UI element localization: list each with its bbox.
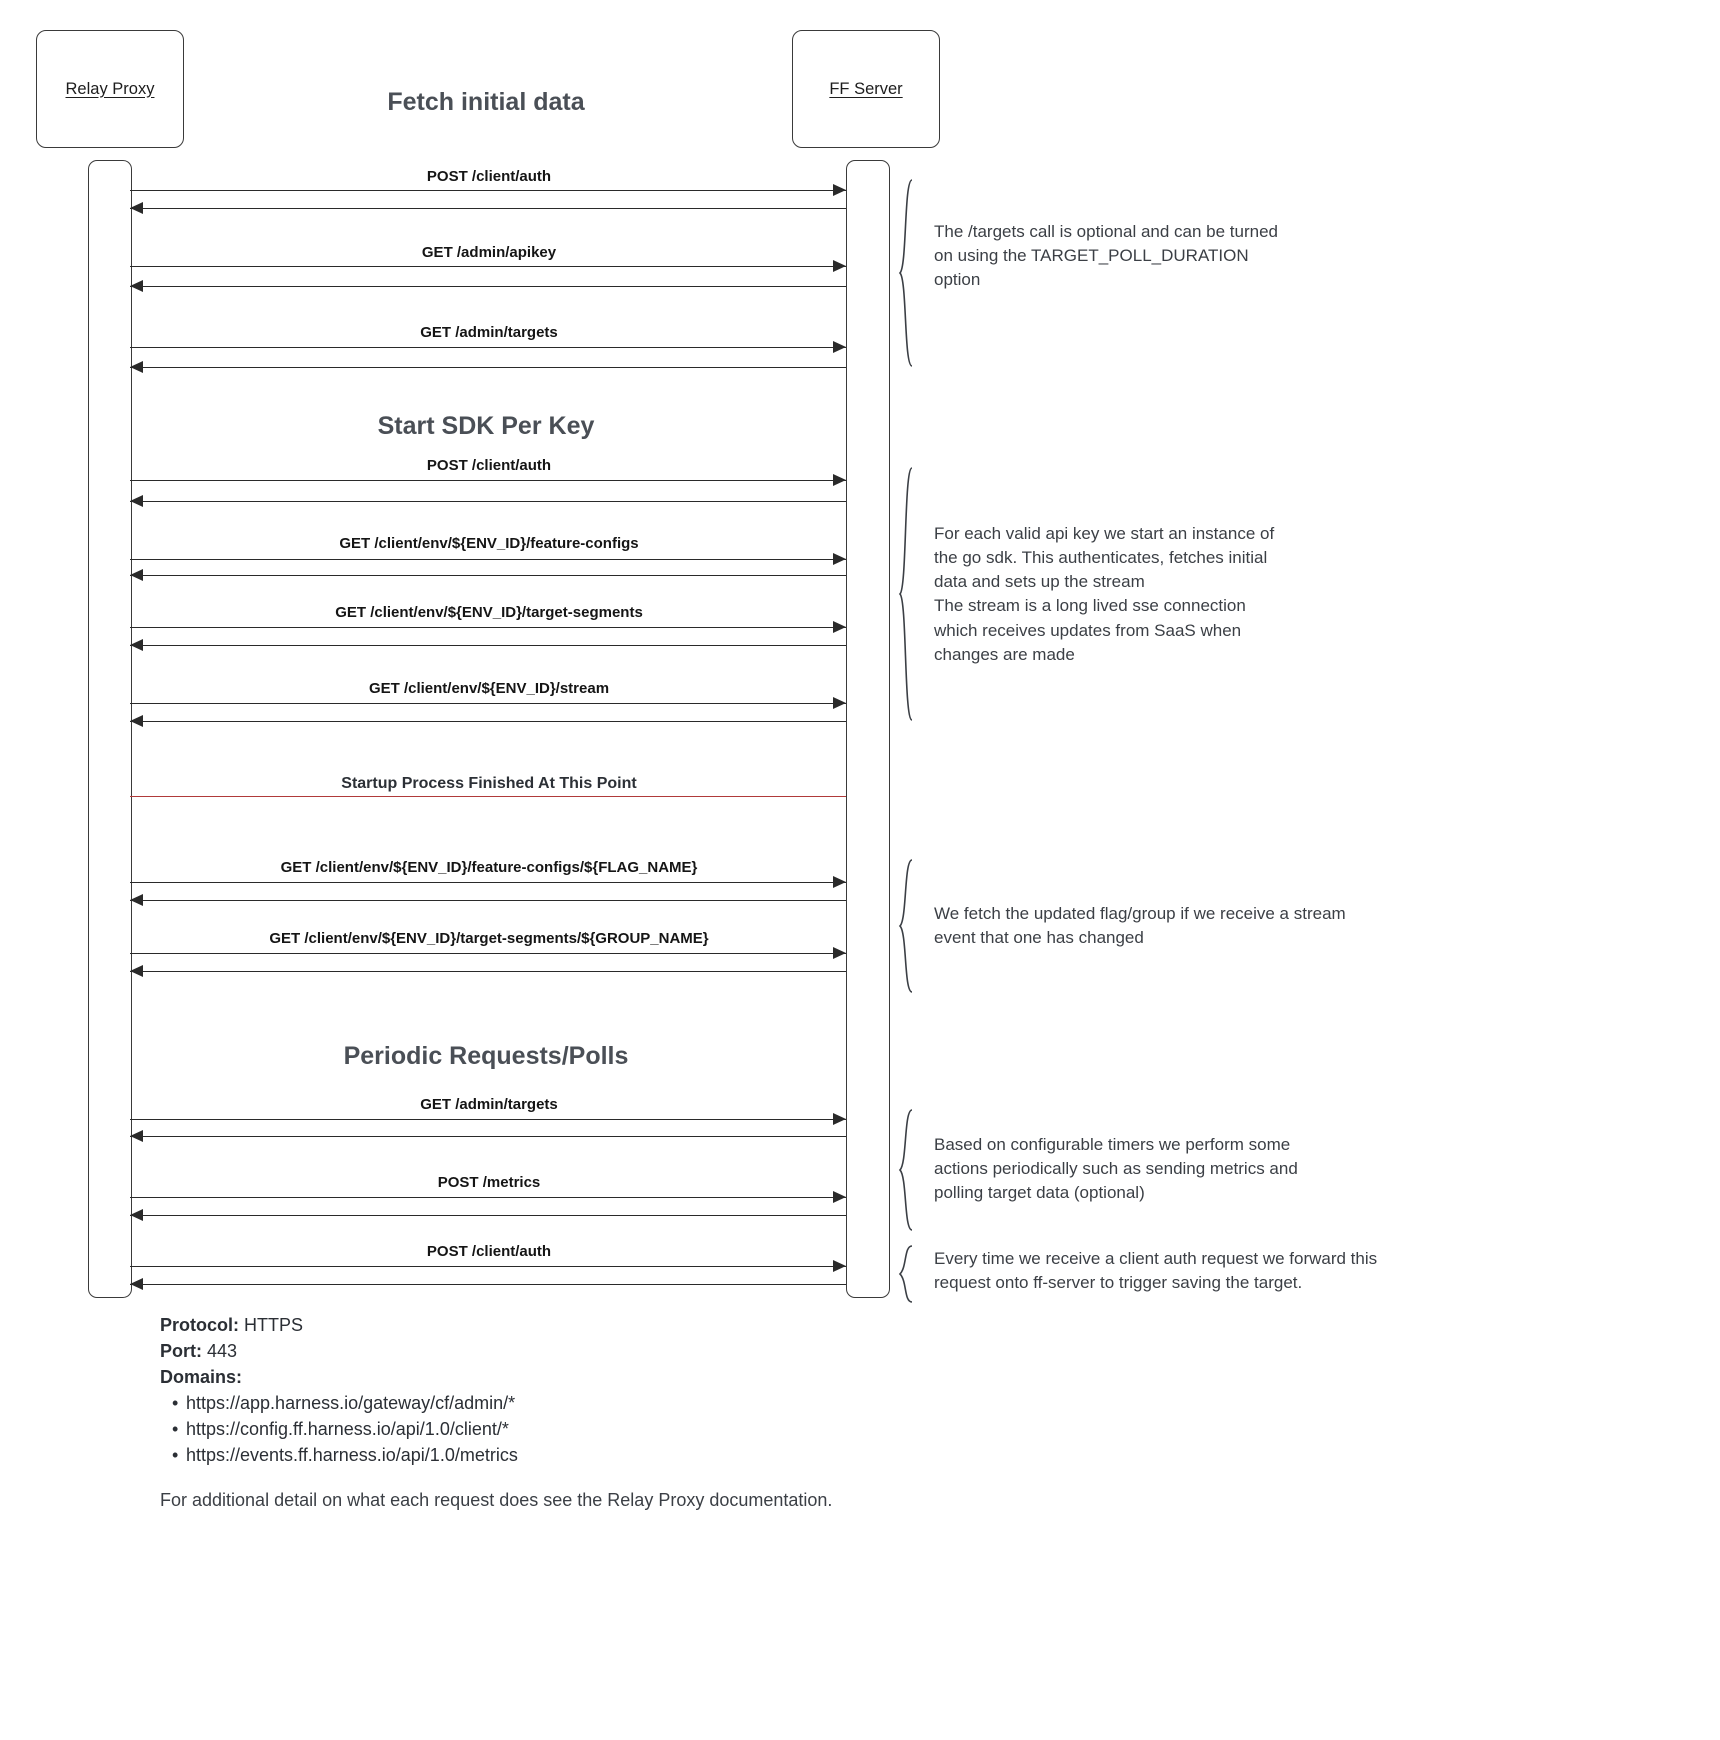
message-line-m5-request [130,559,846,560]
message-line-m10-response [130,1136,846,1137]
arrow-right-icon-m5 [833,553,846,565]
arrow-right-icon-m8 [833,876,846,888]
footer-details: Protocol: HTTPS Port: 443 Domains: https… [160,1312,860,1469]
message-line-m8-response [130,900,846,901]
message-label-m11: POST /metrics [437,1174,541,1191]
message-line-m9-response [130,971,846,972]
message-line-m1-response [130,208,846,209]
message-label-m8: GET /client/env/${ENV_ID}/feature-config… [280,859,698,876]
arrow-left-icon-m5 [130,569,143,581]
arrow-left-icon-m2 [130,280,143,292]
message-line-m8-request [130,882,846,883]
brace-note-client-auth-fwd [898,1245,913,1303]
arrow-right-icon-m2 [833,260,846,272]
footer-domains-key: Domains: [160,1367,243,1388]
message-label-m4: POST /client/auth [426,457,552,474]
arrow-left-icon-m1 [130,202,143,214]
arrow-right-icon-m7 [833,697,846,709]
arrow-left-icon-m9 [130,965,143,977]
arrow-right-icon-m10 [833,1113,846,1125]
actor-box-relay-proxy[interactable]: Relay Proxy [36,30,184,148]
message-line-m6-request [130,627,846,628]
footer-port-value: 443 [207,1341,238,1362]
footer-additional-detail: For additional detail on what each reque… [160,1490,833,1510]
brace-note-targets-optional [898,179,913,367]
actor-label-ff-server: FF Server [829,79,903,98]
arrow-right-icon-m3 [833,341,846,353]
note-targets-optional: The /targets call is optional and can be… [934,222,1278,290]
arrow-right-icon-m6 [833,621,846,633]
message-line-m6-response [130,645,846,646]
arrow-left-icon-m12 [130,1278,143,1290]
message-line-m4-response [130,501,846,502]
arrow-left-icon-m7 [130,715,143,727]
arrow-right-icon-m9 [833,947,846,959]
message-line-m10-request [130,1119,846,1120]
actor-label-relay-proxy: Relay Proxy [65,79,155,98]
footer-port: Port: 443 [160,1338,860,1364]
list-item[interactable]: https://config.ff.harness.io/api/1.0/cli… [172,1416,860,1442]
message-line-m3-request [130,347,846,348]
list-item[interactable]: https://app.harness.io/gateway/cf/admin/… [172,1390,860,1416]
lifeline-ff-server [846,160,890,1298]
message-label-m1: POST /client/auth [426,168,552,185]
arrow-right-icon-m1 [833,184,846,196]
list-item[interactable]: https://events.ff.harness.io/api/1.0/met… [172,1442,860,1468]
message-line-m12-request [130,1266,846,1267]
message-label-m3: GET /admin/targets [420,324,558,341]
footer-domains-heading: Domains: [160,1364,860,1390]
note-periodic-timers: Based on configurable timers we perform … [934,1135,1298,1203]
arrow-left-icon-m10 [130,1130,143,1142]
message-line-m9-request [130,953,846,954]
arrow-right-icon-m4 [833,474,846,486]
message-line-m2-response [130,286,846,287]
footer-port-key: Port: [160,1341,202,1362]
brace-note-stream-update [898,859,913,993]
footer-protocol-key: Protocol: [160,1315,239,1335]
section-title-periodic-requests: Periodic Requests/Polls [343,1042,629,1070]
arrow-left-icon-m8 [130,894,143,906]
message-label-m2: GET /admin/apikey [421,244,557,261]
arrow-left-icon-m4 [130,495,143,507]
message-label-m9: GET /client/env/${ENV_ID}/target-segment… [269,930,709,947]
lifeline-relay-proxy [88,160,132,1298]
section-title-start-sdk-per-key: Start SDK Per Key [377,412,595,440]
note-sdk-instance: For each valid api key we start an insta… [934,524,1275,664]
message-label-m5: GET /client/env/${ENV_ID}/feature-config… [339,535,639,552]
arrow-left-icon-m6 [130,639,143,651]
section-title-fetch-initial-data: Fetch initial data [387,88,585,116]
arrow-left-icon-m11 [130,1209,143,1221]
message-line-m11-response [130,1215,846,1216]
footer-protocol-value: HTTPS [244,1315,304,1335]
divider-label-startup-finished: Startup Process Finished At This Point [341,775,637,792]
message-line-m7-response [130,721,846,722]
footer-domain-list: https://app.harness.io/gateway/cf/admin/… [160,1390,860,1468]
message-label-m6: GET /client/env/${ENV_ID}/target-segment… [335,604,643,621]
arrow-right-icon-m11 [833,1191,846,1203]
footer-protocol: Protocol: HTTPS [160,1312,860,1338]
divider-line-startup-finished [130,796,846,797]
note-stream-update: We fetch the updated flag/group if we re… [934,904,1346,948]
message-label-m7: GET /client/env/${ENV_ID}/stream [368,680,610,697]
arrow-right-icon-m12 [833,1260,846,1272]
message-line-m12-response [130,1284,846,1285]
message-label-m12: POST /client/auth [426,1243,552,1260]
note-client-auth-fwd: Every time we receive a client auth requ… [934,1249,1378,1293]
message-line-m1-request [130,190,846,191]
arrow-left-icon-m3 [130,361,143,373]
message-line-m5-response [130,575,846,576]
actor-box-ff-server[interactable]: FF Server [792,30,940,148]
brace-note-sdk-instance [898,467,913,721]
brace-note-periodic-timers [898,1109,913,1231]
message-line-m7-request [130,703,846,704]
message-label-m10: GET /admin/targets [420,1096,558,1113]
message-line-m4-request [130,480,846,481]
message-line-m3-response [130,367,846,368]
message-line-m2-request [130,266,846,267]
message-line-m11-request [130,1197,846,1198]
